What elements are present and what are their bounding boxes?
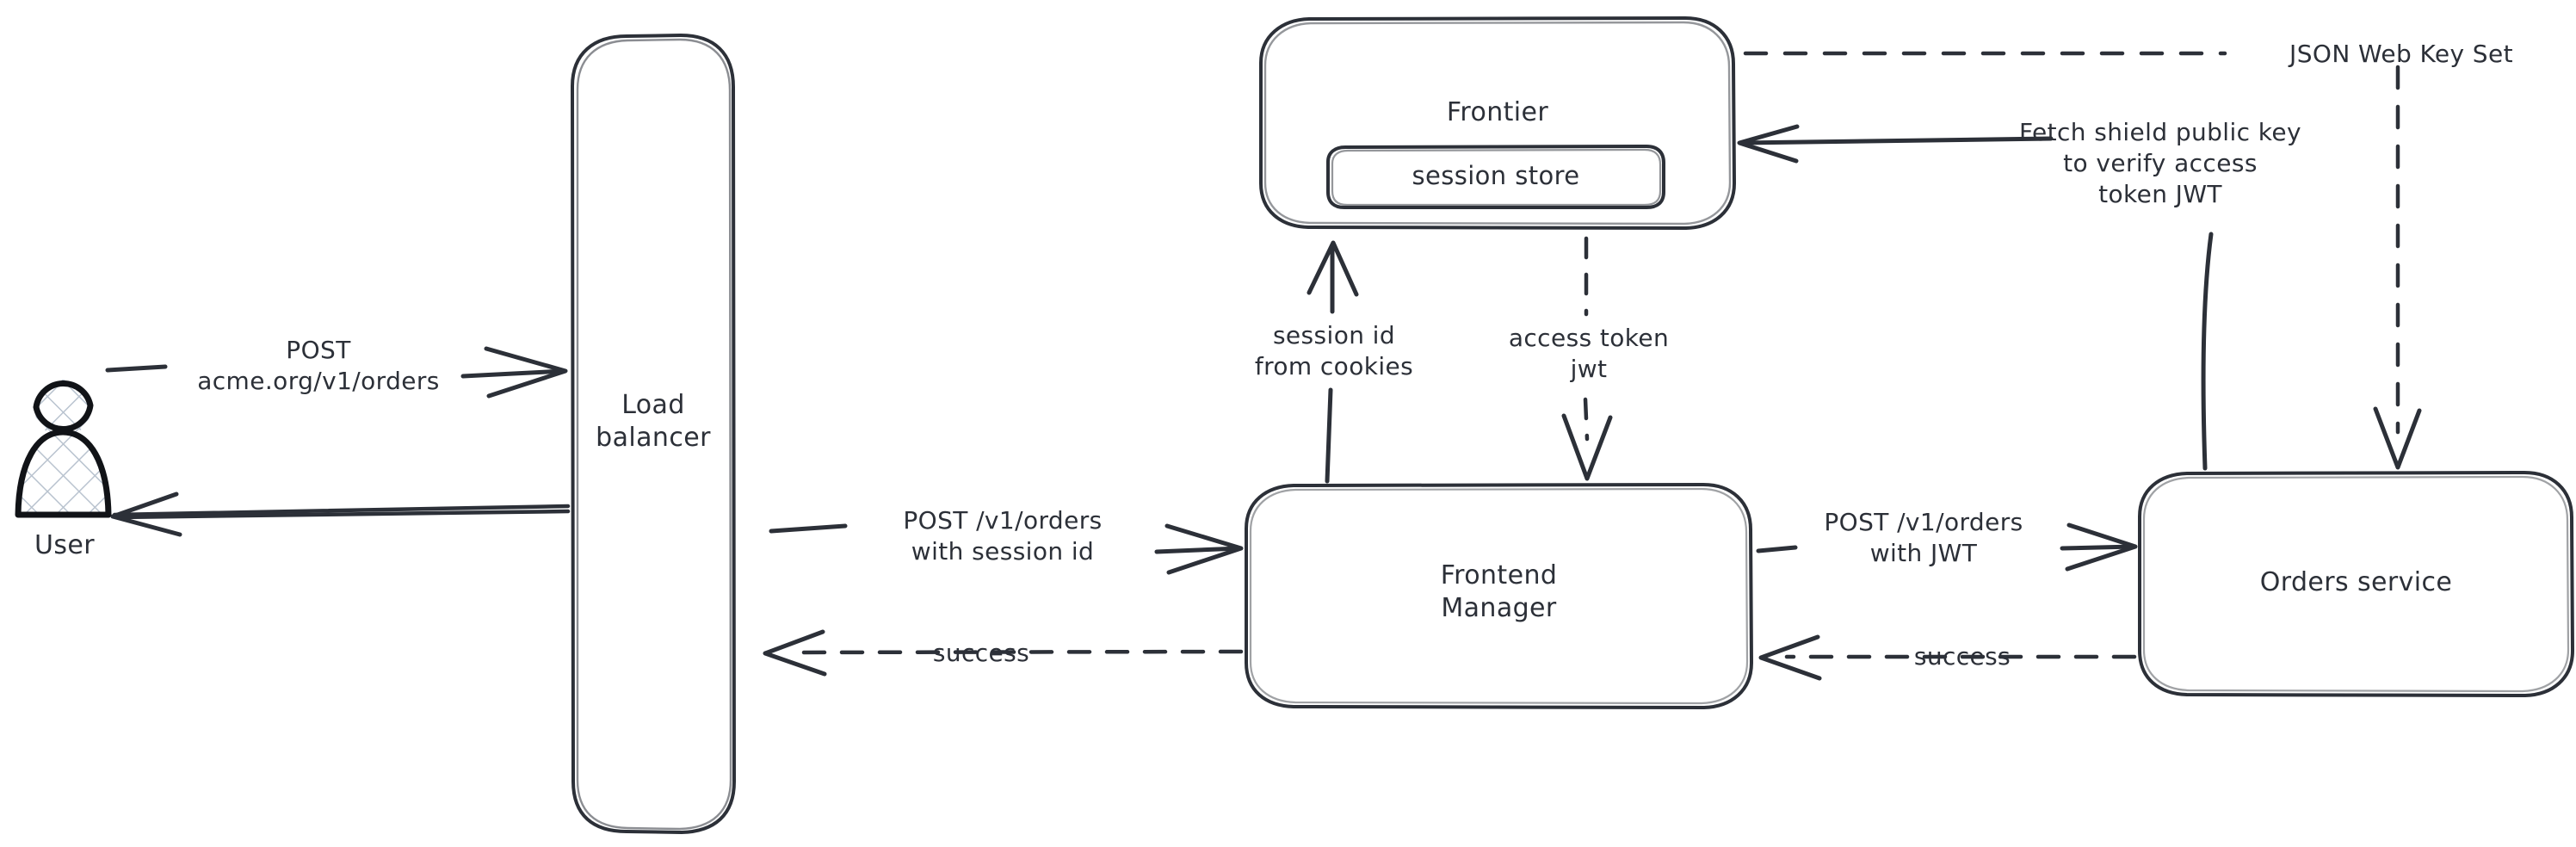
session-store-shape[interactable] xyxy=(1326,145,1665,209)
edge-fm-to-orders xyxy=(1756,522,2138,572)
edge-lb-to-fm xyxy=(769,523,1244,575)
edge-frontier-to-fm xyxy=(1561,236,1613,481)
edge-user-to-lb xyxy=(105,346,568,399)
edge-orders-to-fm xyxy=(1758,634,2137,681)
edge-orders-to-frontier xyxy=(1737,124,2214,471)
edge-lb-to-user xyxy=(110,492,571,537)
edge-frontier-to-orders xyxy=(1743,51,2422,470)
orders-service-shape[interactable] xyxy=(2138,471,2574,697)
edge-fm-to-lb xyxy=(763,629,1244,677)
load-balancer-shape[interactable] xyxy=(571,34,736,834)
edge-fm-to-frontier xyxy=(1307,240,1359,484)
frontier-shape[interactable] xyxy=(1259,16,1736,230)
frontend-manager-shape[interactable] xyxy=(1245,483,1753,709)
user-actor-icon xyxy=(15,380,112,518)
